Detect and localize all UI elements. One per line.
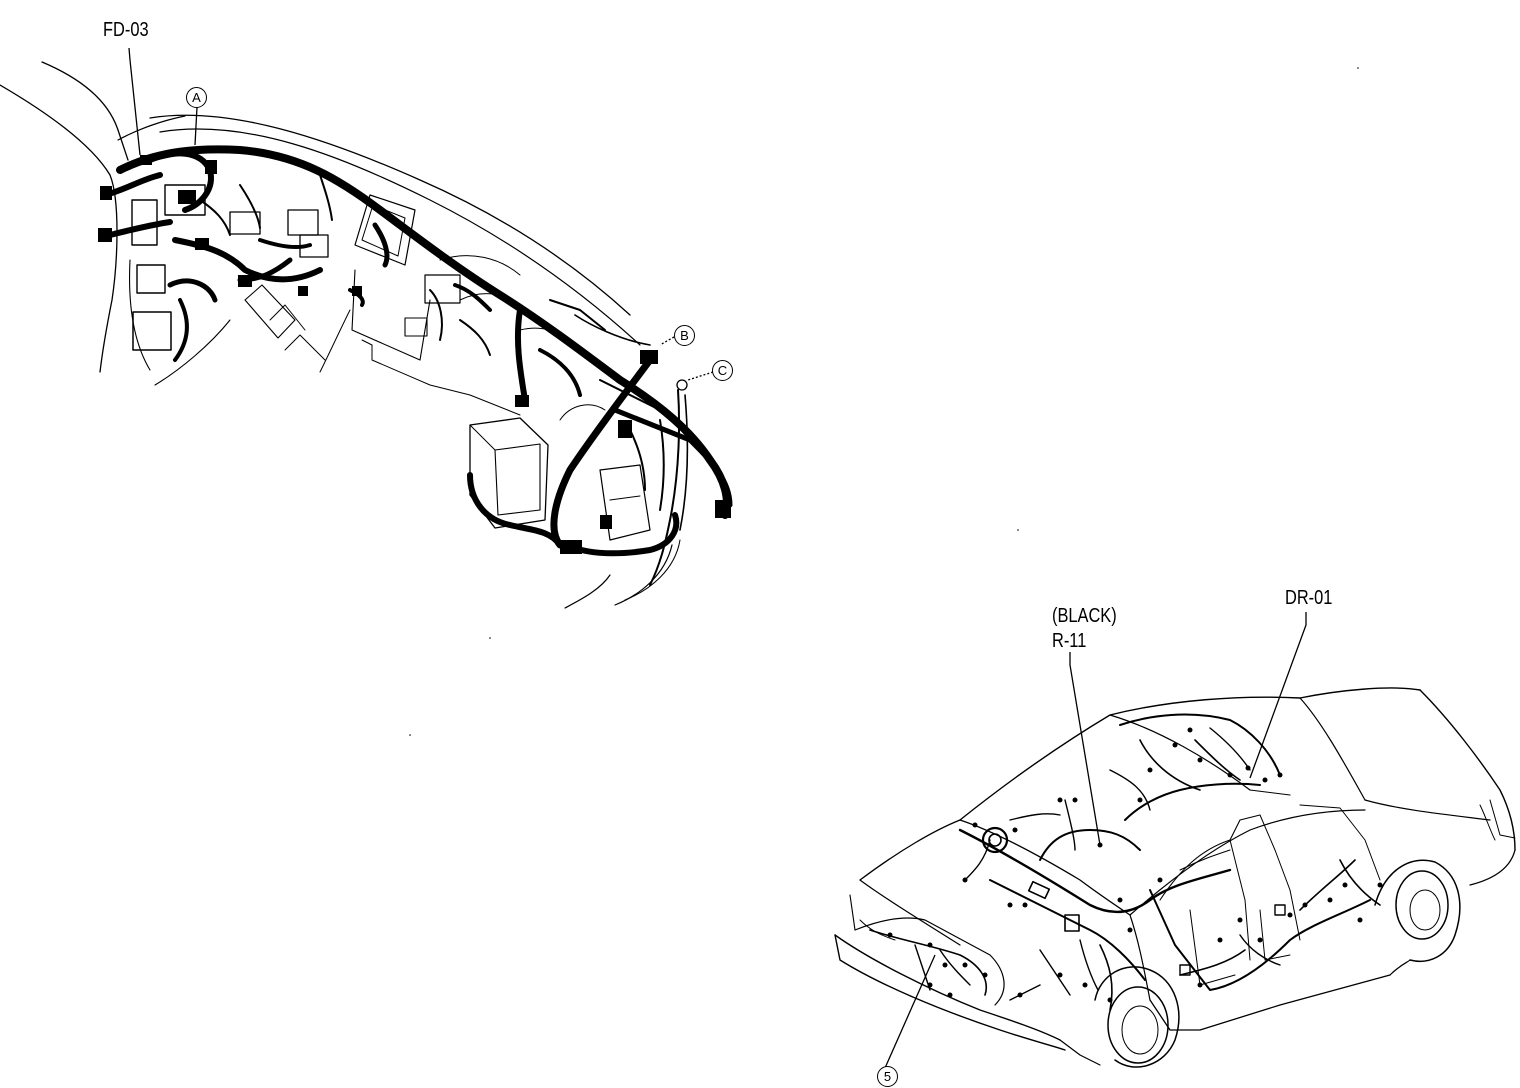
car-body-illustration (834, 687, 1516, 1068)
label-fd-03: FD-03 (103, 19, 149, 41)
leader-lines-dashboard (128, 47, 714, 391)
callout-5: 5 (877, 1066, 898, 1087)
car-connector-dots (887, 727, 1383, 1003)
label-dr-01: DR-01 (1285, 587, 1333, 609)
label-r-11: R-11 (1052, 630, 1087, 652)
connectors (98, 155, 731, 554)
scan-specks (409, 67, 1359, 736)
label-black: (BLACK) (1052, 605, 1117, 627)
callout-b: B (674, 325, 695, 346)
car-harness (869, 713, 1381, 1011)
instrument-panel-illustration (0, 61, 681, 609)
leader-lines-car (884, 612, 1307, 1069)
callout-a: A (186, 87, 207, 108)
callout-c: C (712, 360, 733, 381)
